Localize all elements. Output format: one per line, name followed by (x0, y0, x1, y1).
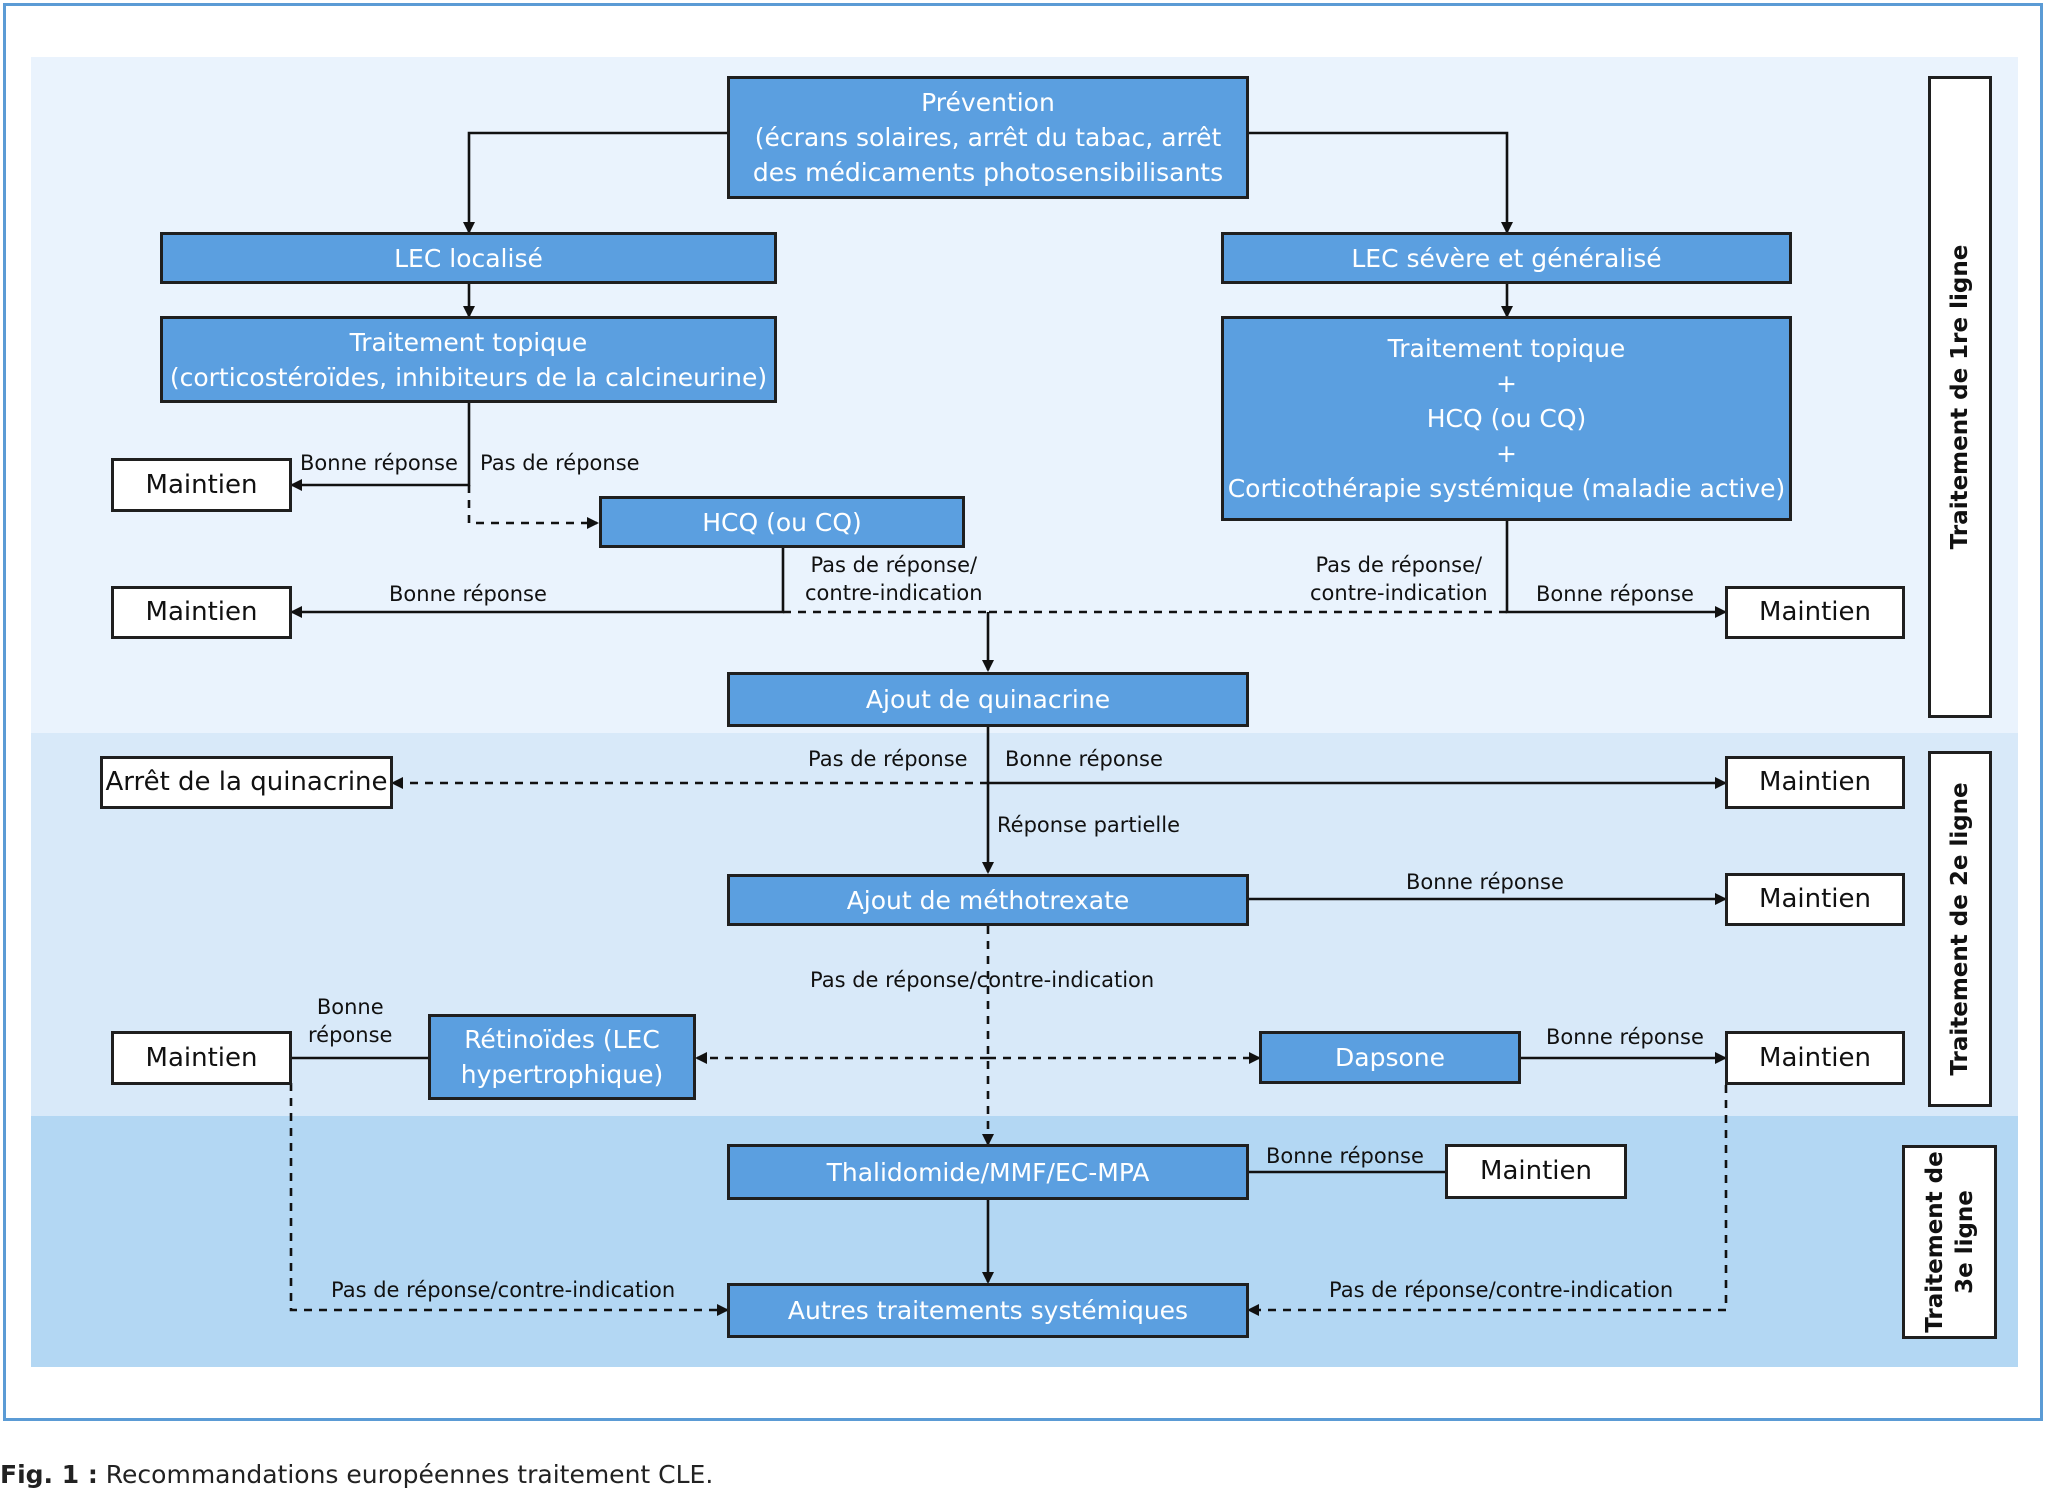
caption-label: Fig. 1 : (0, 1460, 98, 1489)
retinoides-line-1: Rétinoïdes (LEC (464, 1025, 660, 1054)
methotrexate-label: Ajout de méthotrexate (846, 885, 1130, 915)
maintien-box-8: Maintien (1445, 1144, 1627, 1199)
maintien-box-3: Maintien (1725, 586, 1905, 639)
maintien-box-7: Maintien (1725, 1031, 1905, 1085)
edge-severe-maintien (1505, 521, 1727, 618)
label-pas-de-reponse-1: Pas de réponse (480, 451, 640, 475)
topique-severe-box: Traitement topique + HCQ (ou CQ) + Corti… (1221, 316, 1792, 521)
maintien-box-4: Maintien (1725, 756, 1905, 809)
arret-quinacrine-label: Arrêt de la quinacrine (105, 767, 388, 797)
label-line: contre-indication (1310, 581, 1488, 605)
hcq-box: HCQ (ou CQ) (599, 496, 965, 548)
third-line-label-box: Traitement de 3e ligne (1902, 1145, 1997, 1339)
maintien-box-5: Maintien (1725, 873, 1905, 926)
maintien-label: Maintien (1759, 767, 1871, 797)
quinacrine-box: Ajout de quinacrine (727, 672, 1249, 727)
maintien-label: Maintien (145, 469, 258, 500)
edge-topique-hcq (467, 485, 599, 529)
dapsone-label: Dapsone (1335, 1043, 1445, 1072)
lec-localise-label: LEC localisé (394, 243, 543, 273)
label-bonne-reponse-8: Bonne réponse (1266, 1144, 1424, 1168)
third-line-label-line-1: Traitement de (1921, 1151, 1948, 1333)
topique-severe-plus-1: + (1496, 369, 1517, 398)
label-line: contre-indication (805, 581, 983, 605)
retinoides-line-2: hypertrophique) (460, 1060, 664, 1089)
first-line-label: Traitement de 1re ligne (1947, 244, 1973, 550)
thalidomide-box: Thalidomide/MMF/EC-MPA (727, 1144, 1249, 1200)
prevention-box: Prévention (écrans solaires, arrêt du ta… (727, 76, 1249, 199)
label-bonne-reponse-5: Bonne réponse (1406, 870, 1564, 894)
maintien-label: Maintien (1480, 1156, 1592, 1186)
autres-box: Autres traitements systémiques (727, 1283, 1249, 1338)
edge-prevention-localise (463, 131, 727, 234)
label-right-pas-contre: Pas de réponse/contre-indication (1329, 1278, 1674, 1302)
maintien-label: Maintien (1759, 597, 1871, 627)
maintien-box-6: Maintien (111, 1031, 292, 1085)
topique-severe-line-1: Traitement topique (1387, 334, 1626, 363)
autres-label: Autres traitements systémiques (787, 1296, 1189, 1325)
figure-frame (3, 3, 2043, 1421)
figure-caption: Fig. 1 : Recommandations européennes tra… (0, 1460, 713, 1490)
maintien-label: Maintien (145, 1042, 258, 1073)
label-bonne-reponse-7: Bonne réponse (1546, 1025, 1704, 1049)
caption-text: Recommandations européennes traitement C… (97, 1460, 714, 1489)
label-hcq-pas-contre: Pas de réponse/ contre-indication (805, 551, 983, 607)
maintien-label: Maintien (1759, 884, 1871, 914)
maintien-label: Maintien (1759, 1042, 1871, 1073)
topique-severe-line-3: HCQ (ou CQ) (1426, 404, 1587, 433)
prevention-line-1: Prévention (921, 88, 1055, 117)
first-line-label-box: Traitement de 1re ligne (1928, 76, 1992, 718)
prevention-line-3: des médicaments photosensibilisants (752, 158, 1224, 187)
second-line-label: Traitement de 2e ligne (1947, 782, 1973, 1076)
label-line: Pas de réponse/ (810, 553, 978, 577)
dapsone-box: Dapsone (1259, 1031, 1521, 1084)
label-reponse-partielle: Réponse partielle (997, 813, 1181, 837)
thalidomide-label: Thalidomide/MMF/EC-MPA (826, 1157, 1150, 1187)
quinacrine-label: Ajout de quinacrine (865, 685, 1111, 714)
label-severe-pas-contre: Pas de réponse/ contre-indication (1310, 551, 1488, 607)
topique-severe-line-5: Corticothérapie systémique (maladie acti… (1227, 474, 1786, 503)
retinoides-box: Rétinoïdes (LEC hypertrophique) (428, 1014, 696, 1100)
label-bonne-reponse-6: Bonne réponse (308, 993, 392, 1049)
lec-severe-box: LEC sévère et généralisé (1221, 232, 1792, 284)
hcq-label: HCQ (ou CQ) (702, 507, 862, 537)
lec-severe-label: LEC sévère et généralisé (1351, 243, 1662, 273)
topique-local-line-1: Traitement topique (349, 327, 588, 357)
maintien-box-2: Maintien (111, 586, 292, 639)
prevention-line-2: (écrans solaires, arrêt du tabac, arrêt (754, 123, 1222, 152)
edge-prevention-severe (1248, 131, 1513, 234)
maintien-box-1: Maintien (111, 458, 292, 512)
topique-local-box: Traitement topique (corticostéroïdes, in… (160, 316, 777, 403)
label-line: réponse (308, 1023, 393, 1047)
third-line-label: Traitement de 3e ligne (1920, 1151, 1980, 1333)
edge-right-autres (1247, 1085, 1728, 1316)
second-line-label-box: Traitement de 2e ligne (1928, 751, 1992, 1107)
third-line-label-line-2: 3e ligne (1951, 1190, 1978, 1294)
maintien-label: Maintien (145, 597, 258, 627)
edge-left-autres (289, 1083, 729, 1316)
label-line: Pas de réponse/ (1315, 553, 1483, 577)
label-bonne-reponse-4: Bonne réponse (1005, 747, 1163, 771)
label-bonne-reponse-1: Bonne réponse (300, 451, 458, 475)
label-pas-de-reponse-2: Pas de réponse (808, 747, 968, 771)
label-line: Bonne (316, 995, 384, 1019)
label-bonne-reponse-2: Bonne réponse (389, 582, 547, 606)
label-left-pas-contre: Pas de réponse/contre-indication (331, 1278, 676, 1302)
topique-severe-plus-2: + (1496, 439, 1517, 468)
topique-local-line-2: (corticostéroïdes, inhibiteurs de la cal… (169, 362, 768, 392)
lec-localise-box: LEC localisé (160, 232, 777, 284)
methotrexate-box: Ajout de méthotrexate (727, 874, 1249, 926)
label-bonne-reponse-3: Bonne réponse (1536, 582, 1694, 606)
arret-quinacrine-box: Arrêt de la quinacrine (100, 756, 393, 809)
label-mtx-pas-contre: Pas de réponse/contre-indication (810, 968, 1155, 992)
